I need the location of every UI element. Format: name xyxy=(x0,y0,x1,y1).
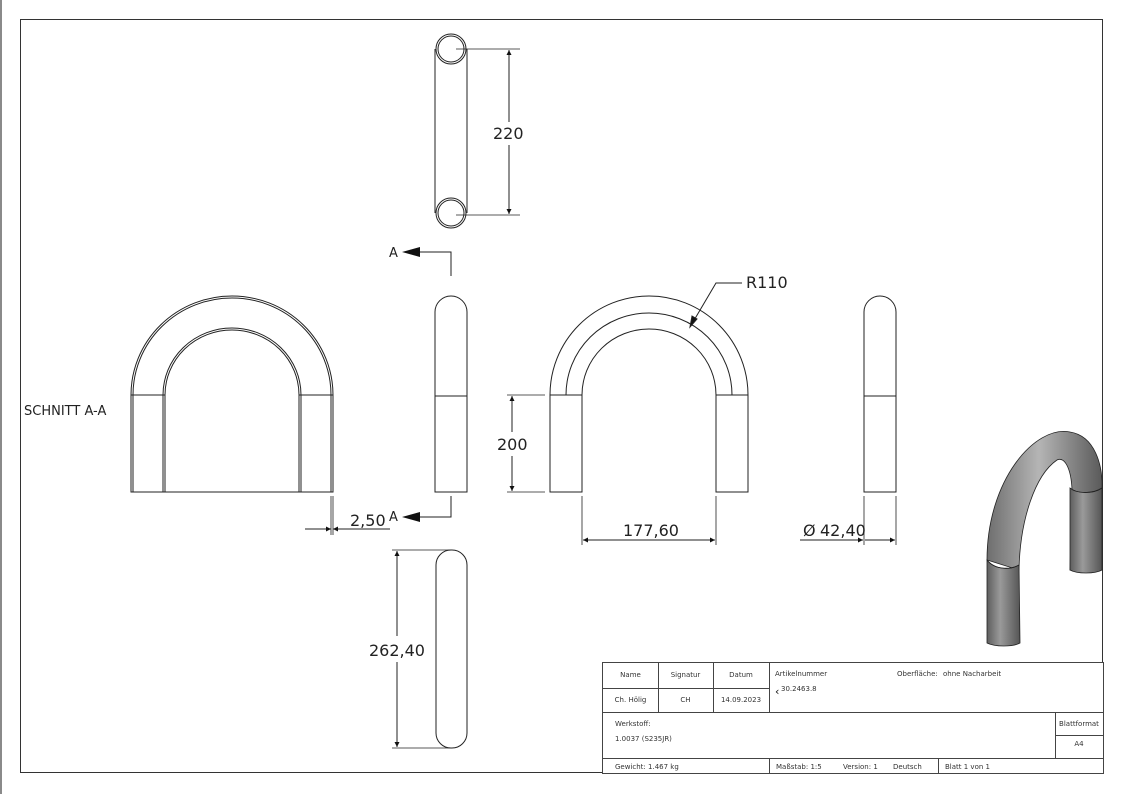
article-number: 30.2463.8 xyxy=(781,685,817,693)
date-label: Datum xyxy=(729,671,753,679)
drawing-date: 14.09.2023 xyxy=(720,696,762,704)
version: Version: 1 xyxy=(843,763,878,771)
surface-label: Oberfläche: xyxy=(897,670,938,678)
dim-top-length: 220 xyxy=(493,124,524,143)
article-prefix: ‹ xyxy=(775,685,780,698)
title-block: Name Signatur Datum Artikelnummer Oberfl… xyxy=(602,662,1104,774)
dim-radius: R110 xyxy=(746,273,788,292)
language: Deutsch xyxy=(893,763,922,771)
top-view xyxy=(434,33,520,229)
section-marker-bottom: A xyxy=(389,510,398,525)
material-label: Werkstoff: xyxy=(615,720,651,728)
dim-leg-height: 200 xyxy=(497,435,528,454)
section-marker-top: A xyxy=(389,246,398,261)
signature-label: Signatur xyxy=(670,671,701,679)
section-label: SCHNITT A-A xyxy=(24,404,106,419)
dim-wall-thickness: 2,50 xyxy=(350,511,386,530)
isometric-view xyxy=(986,431,1103,647)
name-label: Name xyxy=(620,671,641,679)
bottom-view xyxy=(392,549,468,749)
section-view xyxy=(130,295,390,535)
front-view xyxy=(507,282,749,545)
dim-inner-width: 177,60 xyxy=(623,521,679,540)
scale: Maßstab: 1:5 xyxy=(776,763,822,771)
surface-value: ohne Nacharbeit xyxy=(943,670,1002,678)
dim-diameter: 42,40 xyxy=(820,521,866,540)
weight: Gewicht: 1.467 kg xyxy=(615,763,679,771)
drawer-signature: CH xyxy=(680,696,691,704)
drawer-name: Ch. Hölig xyxy=(614,696,647,704)
material-value: 1.0037 (S235JR) xyxy=(615,735,672,743)
article-label: Artikelnummer xyxy=(775,670,828,678)
drawing-frame xyxy=(20,19,1103,773)
sheet-format-value: A4 xyxy=(1074,740,1084,748)
right-side-view xyxy=(800,295,897,545)
sheet-format-label: Blattformat xyxy=(1059,720,1099,728)
dim-bottom-length: 262,40 xyxy=(369,641,425,660)
sheet-number: Blatt 1 von 1 xyxy=(945,763,990,771)
page-edge xyxy=(0,0,2,794)
dim-diameter-symbol: Ø xyxy=(803,521,816,540)
side-view xyxy=(402,247,468,522)
